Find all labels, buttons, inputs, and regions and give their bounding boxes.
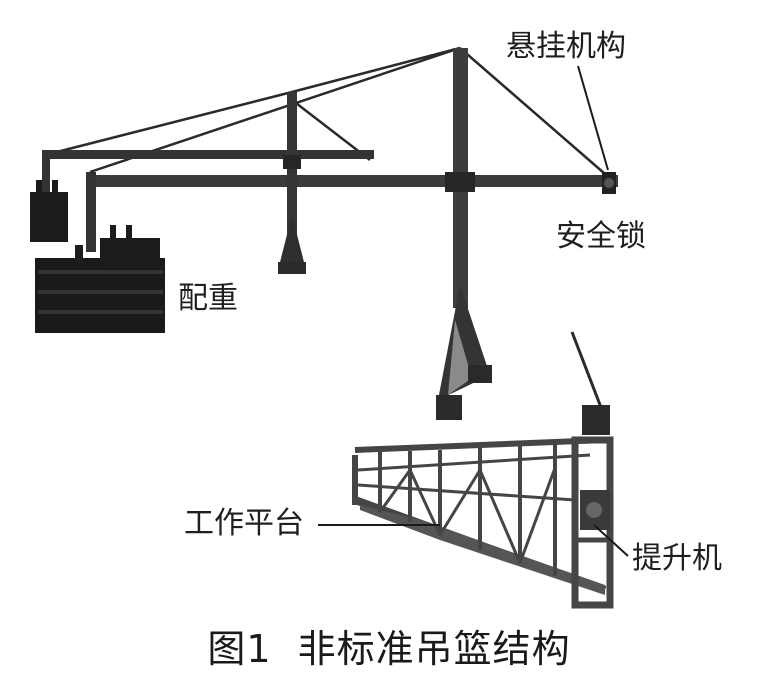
figure-number: 图1 xyxy=(207,618,271,673)
figure-caption: 图1 非标准吊篮结构 xyxy=(0,618,778,673)
middle-post-base xyxy=(278,215,306,270)
main-beam xyxy=(88,175,618,187)
counterweight-stack xyxy=(30,180,165,333)
support-cables xyxy=(45,48,612,180)
upper-beam xyxy=(44,150,374,159)
label-counterweight: 配重 xyxy=(178,284,238,314)
work-platform-basket xyxy=(355,440,610,605)
hoist-wire-rope xyxy=(572,332,602,410)
label-hoist: 提升机 xyxy=(632,544,722,574)
rear-post xyxy=(86,172,96,252)
label-work-platform: 工作平台 xyxy=(184,509,304,539)
label-suspension-mechanism: 悬挂机构 xyxy=(506,32,626,62)
figure-title: 非标准吊篮结构 xyxy=(298,618,571,673)
label-safety-lock: 安全锁 xyxy=(556,222,646,252)
hoist-unit xyxy=(580,405,610,530)
